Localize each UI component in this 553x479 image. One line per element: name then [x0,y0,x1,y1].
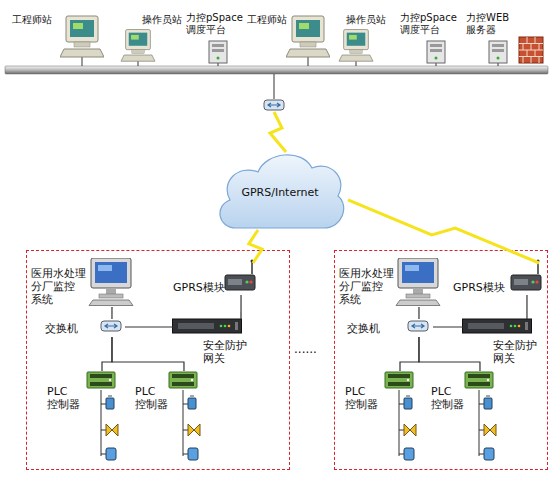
node-label: 交换机 [45,322,78,335]
node-label: PLC 控制器 [47,385,80,411]
drop-line [273,74,274,99]
network-cable [111,307,112,319]
computer-icon [89,258,133,306]
network-switch: 交换机 [343,319,433,337]
wireless-bolt [270,112,286,152]
network-cable [418,307,419,319]
plc-controller: PLC 控制器 [343,371,419,415]
wireless-bolt [348,200,539,263]
switch-icon [408,321,428,331]
gateway-icon [173,319,242,333]
drop-line [355,61,356,66]
plc-controller: PLC 控制器 [429,371,501,415]
node-label: 工程师站 [12,14,52,26]
web-server: 力控WEB 服务器 [466,8,516,64]
node-label: GPRS模块 [173,281,225,294]
security-gateway: 安全防护 网关 [463,319,545,367]
node-label: 力控pSpace 调度平台 [400,12,457,36]
antenna [251,261,253,274]
site-frame: 医用水处理 分厂监控 系统 GPRS模块交换机安全防护 网关 PLC 控制器 PLC … [26,250,290,470]
plc-icon [385,372,413,388]
network-cable [433,326,463,327]
node-label: PLC 控制器 [431,385,464,411]
wireless-bolt [249,230,262,263]
ellipsis-note: ...... [294,342,317,356]
node-label: GPRS/Internet [212,186,348,199]
server-icon [209,41,227,63]
field-devices [399,390,416,460]
network-cloud: GPRS/Internet [212,148,348,230]
switch-icon [101,321,121,331]
node-label: 安全防护 网关 [203,339,247,365]
workstation-icon [121,30,155,62]
dispatch-server: 力控pSpace 调度平台 [400,8,462,64]
server-icon [489,41,507,63]
operator-station: 操作员站 [332,8,394,64]
workstation-icon [339,30,373,62]
operator-station: 操作员站 [116,8,184,64]
server-icon [427,41,445,63]
node-label: 力控pSpace 调度平台 [186,12,243,36]
switch-icon [264,100,284,110]
plc-icon [169,372,197,388]
dispatch-server: 力控pSpace 调度平台 [186,8,246,64]
security-gateway: 安全防护 网关 [173,319,253,367]
node-label: 医用水处理 分厂监控 系统 [31,267,86,306]
plc-icon [465,372,493,388]
plc-icon [87,372,115,388]
antenna [537,261,539,274]
workstation-icon [60,16,104,57]
firewall-icon [519,37,543,63]
monitor-station: 医用水处理 分厂监控 系统 [31,257,139,307]
node-label: 操作员站 [346,14,386,26]
site-frame: 医用水处理 分厂监控 系统 GPRS模块交换机安全防护 网关 PLC 控制器 PLC … [334,250,548,470]
drop-line [307,57,308,66]
network-bus [5,66,548,74]
node-label: 交换机 [347,322,380,335]
network-cable [419,337,480,371]
network-cable [125,326,173,327]
computer-icon [396,258,440,306]
node-label: PLC 控制器 [135,385,168,411]
gateway-icon [463,319,532,333]
network-cable [240,295,241,319]
drop-line [81,57,82,66]
monitor-station: 医用水处理 分厂监控 系统 [339,257,443,307]
node-label: GPRS模块 [453,281,505,294]
gprs-module: GPRS模块 [173,263,257,295]
gprs-icon [511,275,541,290]
antenna-tip [537,260,540,263]
field-devices [101,390,118,460]
antenna-tip [251,260,254,263]
network-cable [102,337,112,371]
node-label: 操作员站 [142,14,182,26]
field-devices [479,390,496,460]
node-label: PLC 控制器 [345,385,378,411]
engineer-station: 工程师站 [10,8,108,64]
node-label: 安全防护 网关 [493,339,537,365]
plc-controller: PLC 控制器 [45,371,121,415]
network-cable [112,337,184,371]
gprs-icon [225,275,255,290]
network-cable [526,295,527,319]
plc-controller: PLC 控制器 [133,371,205,415]
field-devices [183,390,200,460]
network-switch: 交换机 [41,319,125,337]
engineer-station: 工程师站 [247,8,329,64]
network-cable [400,337,419,371]
node-label: 工程师站 [247,14,287,26]
workstation-icon [286,16,330,57]
drop-line [137,61,138,66]
node-label: 力控WEB 服务器 [466,12,509,36]
gprs-module: GPRS模块 [453,263,545,295]
node-label: 医用水处理 分厂监控 系统 [339,267,394,306]
